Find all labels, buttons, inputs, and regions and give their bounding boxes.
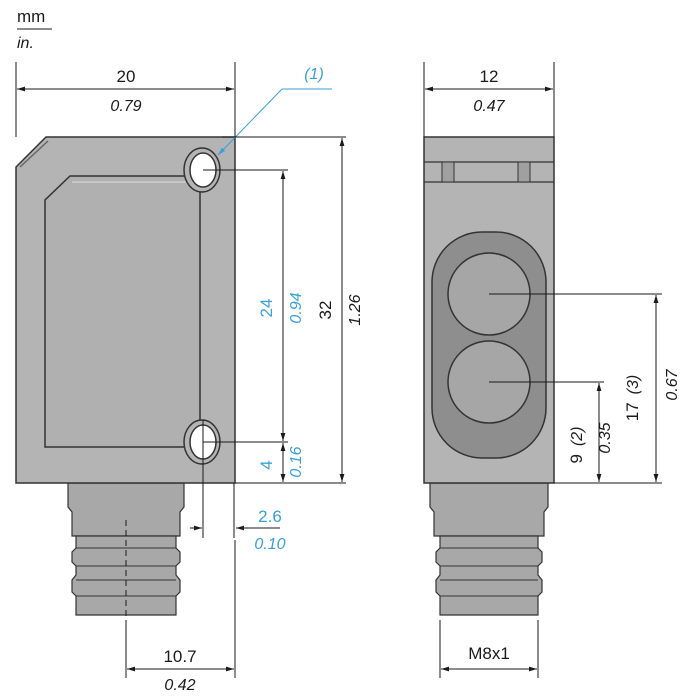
connector-offset-in: 0.42 (164, 677, 195, 694)
width-mm: 20 (117, 67, 136, 86)
side-connector-collar (429, 482, 549, 537)
connector-offset-mm: 10.7 (163, 647, 196, 666)
hole-spacing-in: 0.94 (288, 292, 305, 323)
unit-inch: in. (17, 35, 34, 52)
lens-lower-in: 0.35 (597, 422, 614, 453)
side-connector-thread (435, 535, 543, 616)
front-window (44, 175, 201, 448)
hole-bottom-mm: 4 (257, 460, 276, 469)
lens-lower-label: 9 (2) (567, 426, 586, 463)
callout-1: (1) (304, 66, 324, 83)
lens-upper-in: 0.67 (664, 368, 681, 400)
thread-label: M8x1 (468, 644, 510, 663)
hole-offset-in: 0.10 (254, 536, 285, 553)
lens-upper-mm: 17 (623, 402, 642, 421)
hole-offset-mm: 2.6 (258, 507, 282, 526)
lens-lower-note: (2) (569, 426, 586, 446)
callout-leader (217, 88, 332, 156)
units-legend: mm in. (17, 7, 52, 52)
lens-upper-label: 17 (3) (623, 375, 642, 421)
unit-mm: mm (17, 7, 45, 26)
front-view: 20 0.79 (1) 32 1.26 24 0.94 4 0.16 2.6 0… (15, 62, 364, 694)
front-connector-collar (67, 482, 185, 537)
side-view: 12 0.47 9 (2) 0.35 17 (3) 0.67 M8x1 (423, 62, 681, 678)
side-width-in: 0.47 (473, 98, 505, 115)
height-mm: 32 (316, 301, 335, 320)
hole-bottom-in: 0.16 (288, 446, 305, 477)
height-in: 1.26 (347, 294, 364, 325)
hole-spacing-mm: 24 (257, 299, 276, 318)
width-in: 0.79 (110, 98, 141, 115)
lens-lower-mm: 9 (567, 454, 586, 463)
side-width-mm: 12 (480, 67, 499, 86)
lens-upper-note: (3) (625, 375, 642, 395)
